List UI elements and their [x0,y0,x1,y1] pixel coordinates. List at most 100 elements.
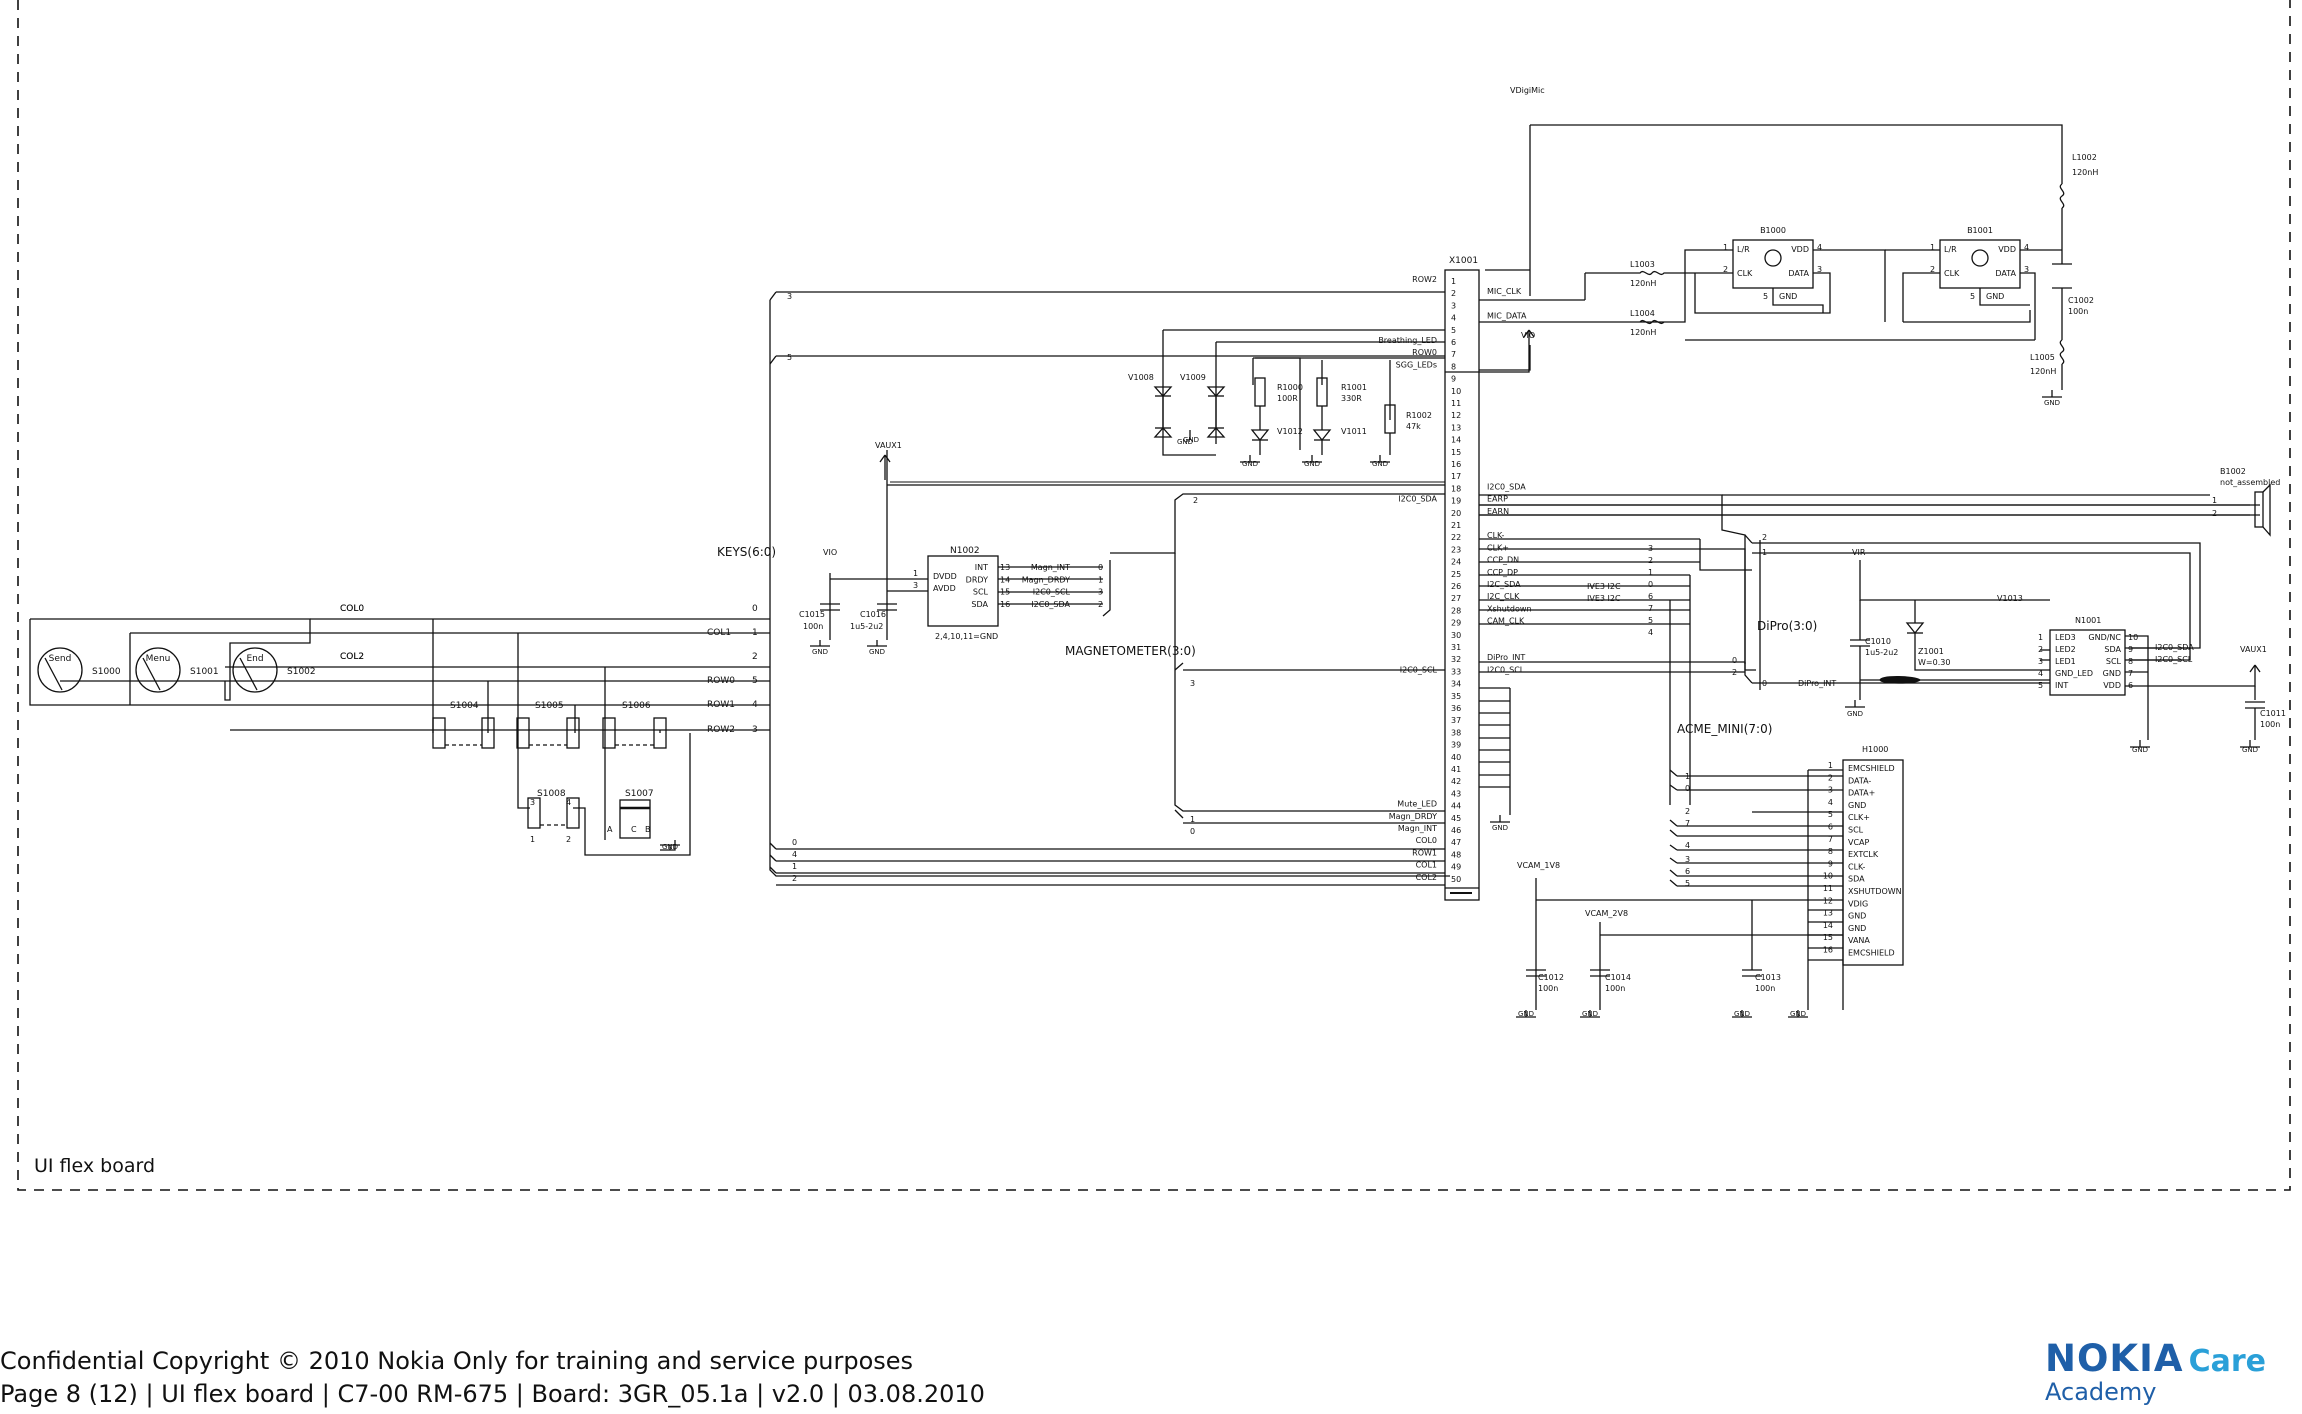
chip-pin-name: SCL [973,588,989,597]
led-ref: V1013 [1997,594,2023,603]
speaker-ref: B1002 [2220,467,2246,476]
net-note: IVE3 I2C [1587,594,1621,603]
bus-tap: 2 [1762,533,1767,542]
cap-ref: C1015 [799,610,825,619]
chip-pin-name: SDA [971,600,988,609]
cap-value: 100n [2068,307,2088,316]
key-net: COL2 [340,652,364,662]
switch-ref: S1006 [622,701,651,711]
bus-tap: 6 [1648,592,1653,601]
chip-pin-name: GND [2103,669,2121,678]
inductor-value: 120nH [1630,279,1656,288]
rail-label: VAUX1 [875,441,902,450]
connector-pin: 42 [1451,777,1461,786]
chip-pin: 3 [913,581,918,590]
connector-pin: 13 [1823,909,1833,918]
mic-pin-name: DATA [1995,269,2016,278]
footer-line-2: Page 8 (12) | UI flex board | C7-00 RM-6… [0,1380,985,1408]
connector-pin: 18 [1451,484,1461,493]
switch-pin: 3 [530,798,535,807]
rail-label: VIR [1852,548,1866,557]
rail-label: VCAM_1V8 [1517,861,1560,870]
mic-pin-name: GND [1986,292,2004,301]
connector-pin: 16 [1451,460,1461,469]
cap-ref: C1012 [1538,973,1564,982]
chip-pin-name: INT [2055,681,2068,690]
bus-tap: 5 [787,353,792,362]
connector-pin-name: GND [1848,924,1866,933]
bus-tap: 0 [1685,784,1690,793]
connector-pin-name: DATA- [1848,776,1871,785]
connector-pin-name: EXTCLK [1848,850,1879,859]
connector-pin: 43 [1451,789,1461,798]
connector-pin-name: GND [1848,912,1866,921]
chip-pin-name: LED2 [2055,645,2076,654]
connector-pin: 6 [1828,823,1833,832]
mic-pin: 1 [1723,243,1728,252]
led-ref: V1008 [1128,373,1154,382]
gnd-label: GND [1304,460,1320,468]
inductor-value: 120nH [2072,168,2098,177]
resistor-ref: R1001 [1341,383,1367,392]
chip-ref: N1002 [950,546,980,556]
bus-tap: 1 [1685,772,1690,781]
connector-ref: X1001 [1449,256,1478,266]
mic-pin-name: L/R [1944,245,1957,254]
bus-tap: 4 [792,850,797,859]
cap-value: 1u5-2u2 [1865,648,1898,657]
connector-pin: 5 [1451,326,1456,335]
switch-s1008 [527,797,541,829]
connector-pin: 25 [1451,570,1461,579]
switch-pin: B [645,825,651,834]
mic-pin: 2 [1723,265,1728,274]
keys-bus [769,291,1450,886]
dipro-block [1699,534,2265,740]
bus-tap: 0 [792,838,797,847]
key-net: COL1 [707,628,731,638]
connector-pin-name: GND [1848,801,1866,810]
chip-net: I2C0_SCL [1033,588,1071,597]
key-net: ROW0 [707,676,735,686]
bus-tap: 5 [1648,616,1653,625]
earpiece-block [1479,483,2271,537]
mic-pin: 5 [1970,292,1975,301]
logo-care: Care [2188,1344,2266,1379]
bus-tap: 2 [792,874,797,883]
connector-pin-name: CLK+ [1848,813,1870,822]
rail-label: VIO [1521,331,1535,340]
button-ref: S1001 [190,667,219,677]
switch-pin: A [607,825,613,834]
chip-bit: 3 [1098,588,1103,597]
bus-tap: 6 [1685,867,1690,876]
cap-value: 100n [803,622,823,631]
bus-label-keys: KEYS(6:0) [717,545,776,559]
bus-tap: 0 [1762,679,1767,688]
connector-pin: 39 [1451,741,1461,750]
inductor-value: 120nH [2030,367,2056,376]
connector-pin: 23 [1451,545,1461,554]
button-label: End [246,654,263,664]
speaker-pin: 2 [2212,509,2217,518]
frame-border [17,0,2291,1191]
chip-pin-name: AVDD [933,584,956,593]
connector-pin: 1 [1828,761,1833,770]
bus-tap: 7 [1685,819,1690,828]
key-net: ROW2 [707,725,735,735]
bus-tap: 1 [1190,815,1195,824]
connector-pin: 37 [1451,716,1461,725]
logo-academy: Academy [2045,1378,2157,1406]
led-ref: V1011 [1341,427,1367,436]
connector-pin: 49 [1451,863,1461,872]
connector-net-right: CCP_DN [1487,556,1519,565]
connector-net-right: I2C0_SDA [1487,482,1526,491]
connector-pin: 15 [1451,448,1461,457]
inductor-ref: L1003 [1630,260,1655,269]
connector-pin: 11 [1823,884,1833,893]
connector-pin: 29 [1451,619,1461,628]
gnd-label: GND [812,648,828,656]
chip-pin-name: GND_LED [2055,669,2093,678]
connector-pin: 12 [1451,411,1461,420]
chip-pin: 10 [2128,633,2138,642]
chip-pin-name: DVDD [933,572,957,581]
cap-value: 100n [1538,984,1558,993]
